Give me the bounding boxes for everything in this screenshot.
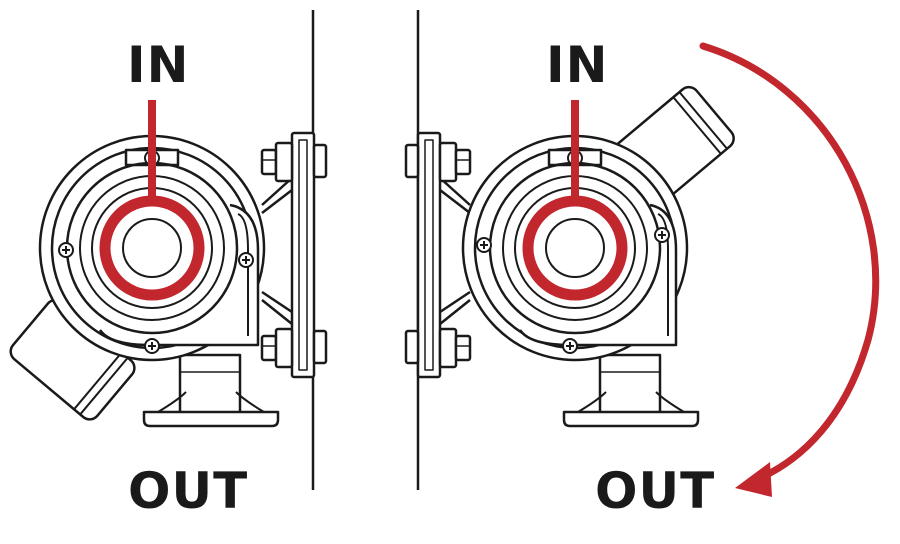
right-outlet-stem	[598, 353, 662, 415]
right-out-label: OUT	[595, 462, 716, 520]
left-outlet-stem	[178, 353, 242, 415]
left-bolt-bottom	[260, 327, 328, 369]
left-bracket	[261, 177, 293, 325]
left-in-label: IN	[127, 36, 190, 94]
left-out-label: OUT	[128, 462, 249, 520]
rotation-arrow	[699, 42, 880, 497]
left-outlet-flange	[142, 410, 280, 428]
right-outlet-flange	[562, 410, 700, 428]
left-bolt-top	[260, 141, 328, 183]
rotation-arrowhead	[735, 462, 772, 497]
right-mount-plate	[416, 131, 442, 379]
right-bolt-top	[404, 141, 472, 183]
right-pump	[404, 10, 735, 490]
left-pump	[9, 10, 328, 490]
left-mount-plate	[290, 131, 316, 379]
right-bolt-bottom	[404, 327, 472, 369]
right-bracket	[439, 177, 471, 325]
right-in-label: IN	[546, 36, 609, 94]
